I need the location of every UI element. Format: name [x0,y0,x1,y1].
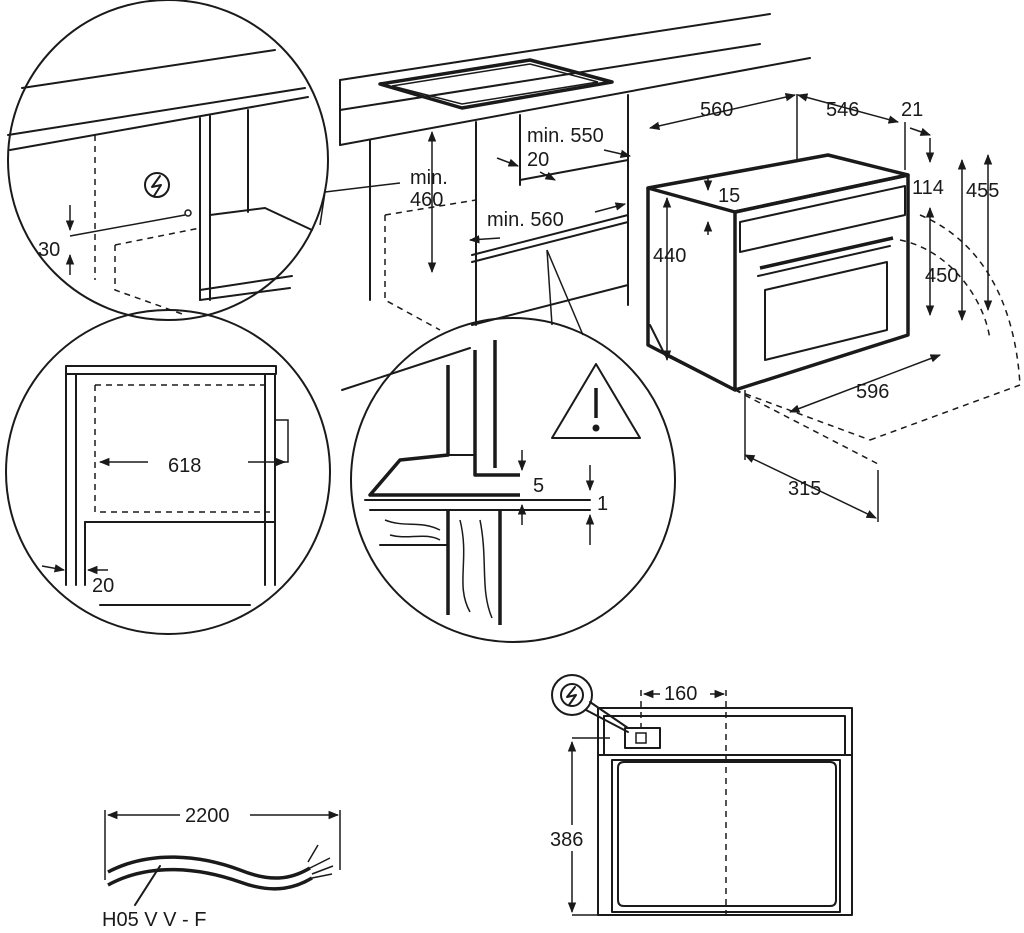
dim-depth315-label: 315 [788,478,821,500]
detail-circle-cabinet-width [5,309,331,635]
dim-height30-label: 30 [38,239,60,261]
oven-isometric-view [646,153,1021,466]
label-bg [180,800,250,826]
dim-thickness21-label: 21 [901,99,923,121]
dim-width596-label: 596 [856,381,889,403]
dim-height114-label: 114 [912,177,944,199]
dim-side20-label: 20 [92,575,114,597]
dim-height460-label: 460 [410,189,443,211]
label-bg [660,680,710,704]
detail-circle-gap [350,317,676,643]
warning-triangle-icon [551,363,641,439]
cable-length-label: 2200 [185,805,230,827]
cabinet-dimensions [427,130,632,274]
detail-circle-socket [7,0,329,321]
dim-height455-label: 455 [966,180,999,202]
dim-gap15-label: 15 [718,185,740,207]
dim-height386-label: 386 [550,829,583,851]
dim-gap5-label: 5 [533,475,544,497]
dim-height450-label: 450 [925,265,958,287]
dim-min-label: min. [410,167,448,189]
label-bg [148,446,248,476]
dim-min560-label: min. 560 [487,209,564,231]
dim-gap20-label: 20 [527,149,549,171]
cable-type-label: H05 V V - F [102,909,206,931]
dim-height440-label: 440 [653,245,686,267]
dim-gap1-label: 1 [597,493,608,515]
dim-width560-label: 560 [700,99,733,121]
oven-dimensions [648,93,993,522]
dim-width618-label: 618 [168,455,201,477]
dim-min550-label: min. 550 [527,125,604,147]
oven-front-view [551,674,853,916]
label-bg [548,825,594,851]
cabinet-isometric-view [319,13,811,391]
electric-hazard-icon [560,683,584,707]
electric-hazard-icon [144,172,170,198]
dim-width160-label: 160 [664,683,697,705]
power-cable-diagram [104,810,341,906]
dim-depth546-label: 546 [826,99,859,121]
